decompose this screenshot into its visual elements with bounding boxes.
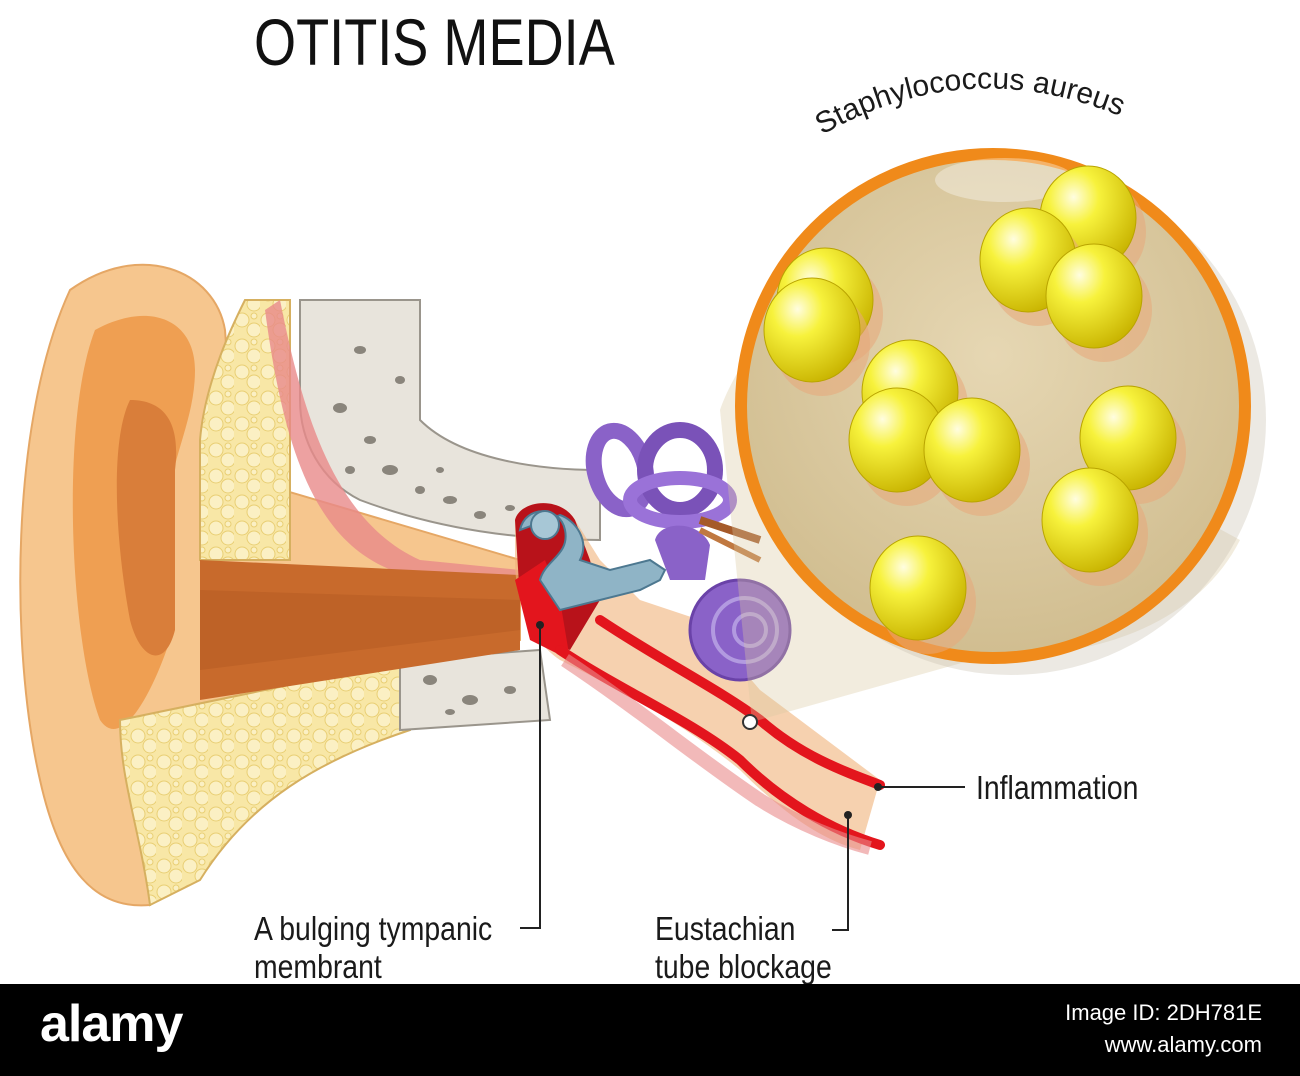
footer-bar: alamy Image ID: 2DH781E www.alamy.com xyxy=(0,984,1300,1076)
coccus-cell xyxy=(923,397,1021,503)
coccus-cell xyxy=(869,535,967,641)
eustachian-tube-label: Eustachian tube blockage xyxy=(655,910,832,986)
eustachian-label-line1: Eustachian xyxy=(655,910,796,947)
inflammation-text: Inflammation xyxy=(976,769,1139,806)
diagram-title: OTITIS MEDIA xyxy=(254,5,615,79)
tympanic-label-line2: membrant xyxy=(254,948,382,985)
bacteria-cluster xyxy=(763,165,1186,654)
fat-tissue xyxy=(118,299,411,907)
brand-logo: alamy xyxy=(40,995,183,1053)
leader-lines xyxy=(520,621,965,931)
canal-skin xyxy=(200,300,520,700)
ossicles xyxy=(518,510,667,612)
inflammation-label: Inflammation xyxy=(976,769,1138,807)
otitis-media-diagram: Staphylococcus aureus xyxy=(19,62,1266,931)
magnified-view xyxy=(735,148,1266,675)
temporal-bone-lower xyxy=(399,648,552,732)
inner-ear xyxy=(585,422,792,682)
coccus-cell xyxy=(1041,467,1139,573)
tympanic-label-line1: A bulging tympanic xyxy=(254,910,493,947)
eustachian-label-line2: tube blockage xyxy=(655,948,832,985)
bacteria-label: Staphylococcus aureus xyxy=(810,62,1130,141)
coccus-cell xyxy=(1045,243,1143,349)
image-id: Image ID: 2DH781E xyxy=(1065,1000,1262,1025)
tympanic-membrane-label: A bulging tympanic membrant xyxy=(254,910,492,986)
site-url: www.alamy.com xyxy=(1104,1032,1262,1057)
coccus-cell xyxy=(763,277,861,383)
